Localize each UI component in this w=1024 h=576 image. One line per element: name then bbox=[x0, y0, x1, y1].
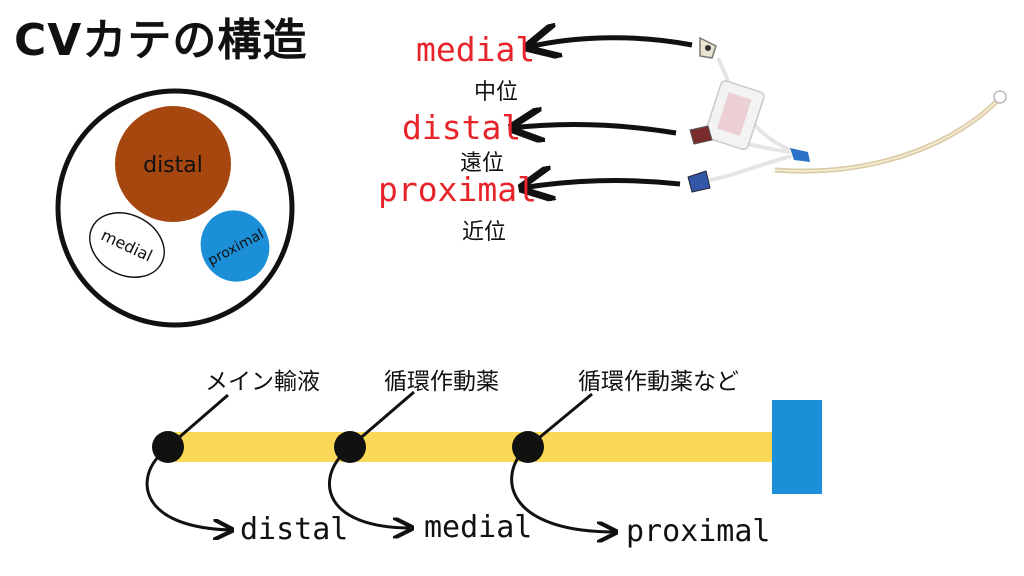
port-label-medial: medial bbox=[416, 30, 536, 69]
distal-port-arrow bbox=[512, 125, 677, 133]
catheter-line-body bbox=[168, 432, 776, 462]
lumen-label-proximal: proximal bbox=[626, 514, 771, 549]
proximal-port-hub bbox=[687, 170, 711, 193]
lumen-label-medial: medial bbox=[424, 510, 533, 545]
cross-label-distal: distal bbox=[143, 153, 203, 178]
leader-line-distal bbox=[167, 393, 229, 449]
proximal-port-arrow bbox=[522, 181, 681, 188]
port-label-proximal: proximal bbox=[378, 170, 537, 209]
port-sub-medial: 中位 bbox=[474, 80, 519, 105]
drug-label-medial: 循環作動薬 bbox=[384, 369, 499, 395]
cross-section-diagram: distal medial proximal bbox=[55, 88, 295, 328]
medial-port-arrow bbox=[528, 38, 693, 47]
drug-label-proximal: 循環作動薬など bbox=[578, 369, 739, 395]
port-label-distal: distal bbox=[402, 108, 522, 147]
port-sub-distal: 遠位 bbox=[460, 151, 505, 176]
distal-lumen bbox=[115, 106, 231, 222]
port-sub-proximal: 近位 bbox=[462, 220, 507, 245]
curve-arrow-proximal bbox=[510, 454, 616, 532]
catheter-tip bbox=[993, 90, 1007, 104]
leader-line-medial bbox=[349, 390, 415, 449]
catheter-line-diagram bbox=[145, 390, 822, 532]
distal-port-hub bbox=[689, 125, 713, 145]
catheter-junction-hub bbox=[790, 148, 810, 162]
drug-label-distal: メイン輸液 bbox=[205, 369, 320, 395]
lumen-label-distal: distal bbox=[240, 512, 349, 547]
proximal-extension-tube bbox=[699, 154, 793, 184]
curve-arrow-distal bbox=[145, 453, 232, 530]
proximal-lumen bbox=[200, 210, 270, 282]
leader-line-proximal bbox=[527, 392, 593, 449]
catheter-illustration bbox=[687, 36, 1007, 193]
catheter-tube-highlight bbox=[774, 97, 1001, 172]
catheter-line-hub bbox=[772, 400, 822, 494]
medial-port-cap bbox=[705, 45, 711, 51]
medial-lumen bbox=[89, 212, 165, 278]
curve-arrow-medial bbox=[328, 453, 412, 528]
clamp-label-print bbox=[717, 92, 752, 136]
page-title: CVカテの構造 bbox=[14, 15, 308, 66]
